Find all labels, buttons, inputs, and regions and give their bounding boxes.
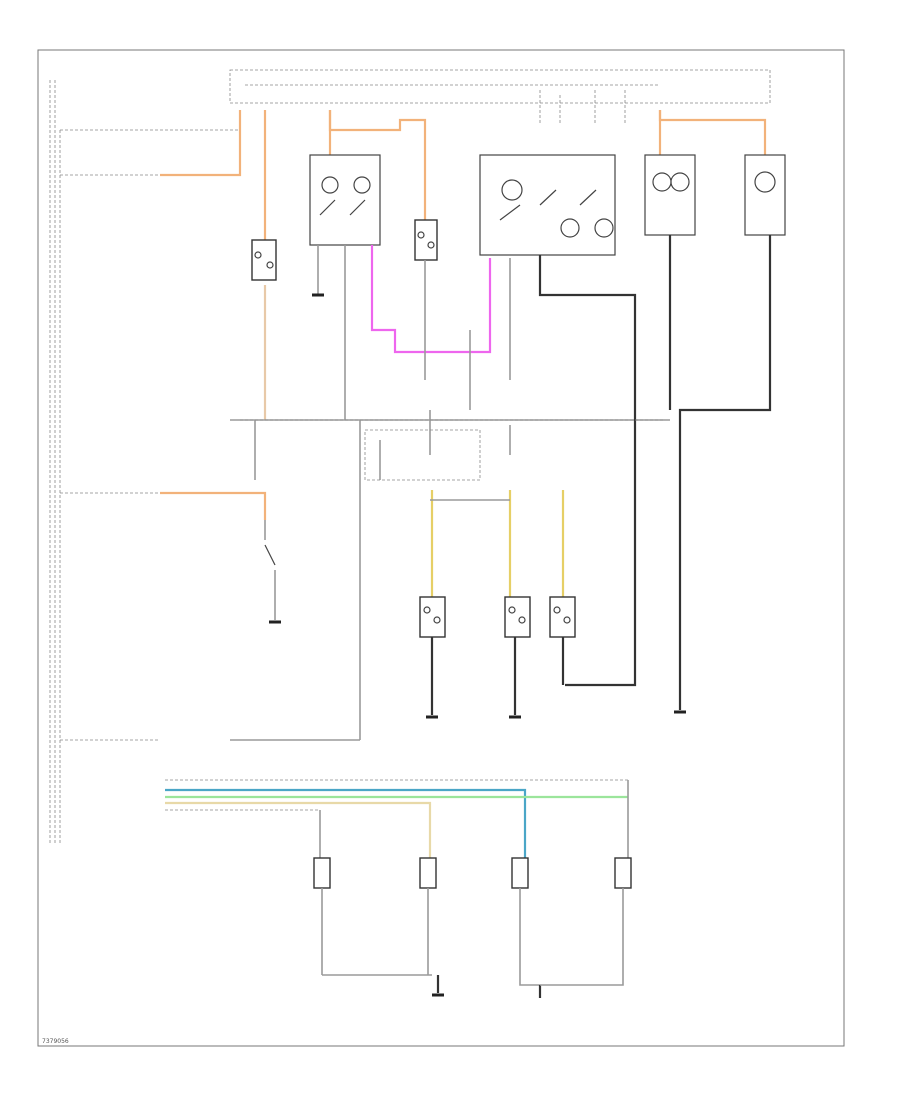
courtesy-lamp-left [251, 239, 277, 281]
pink-wire [370, 245, 492, 354]
bottom-bus-wires [165, 779, 630, 860]
glove-box-lamp [313, 857, 432, 976]
right-visor-lamp [744, 154, 786, 236]
left-harness-lines [49, 80, 240, 845]
footer-code: 7379056 [42, 1038, 69, 1045]
dome-lamp-relay [414, 219, 438, 261]
door-switch-box [364, 429, 481, 481]
headlamp-switch [309, 154, 381, 295]
rear-dome-lamp [549, 596, 576, 685]
gray-top-wires [230, 245, 670, 741]
underhood-lamp [419, 857, 440, 993]
reading-lamp-wires [430, 490, 565, 600]
right-rear-door-lamp [540, 857, 632, 986]
left-rear-door-lamp [511, 857, 542, 998]
left-visor-lamp [644, 154, 696, 236]
orange-power-wires [160, 110, 767, 420]
ground-symbols [269, 293, 686, 997]
left-rear-reading-lamp [419, 596, 446, 715]
diagram-frame [37, 49, 845, 1047]
black-wires [538, 235, 772, 710]
body-control-module-box [479, 154, 616, 256]
right-rear-reading-lamp [504, 596, 531, 715]
fuse-block [229, 69, 771, 125]
rear-courtesy-switch [160, 491, 276, 620]
